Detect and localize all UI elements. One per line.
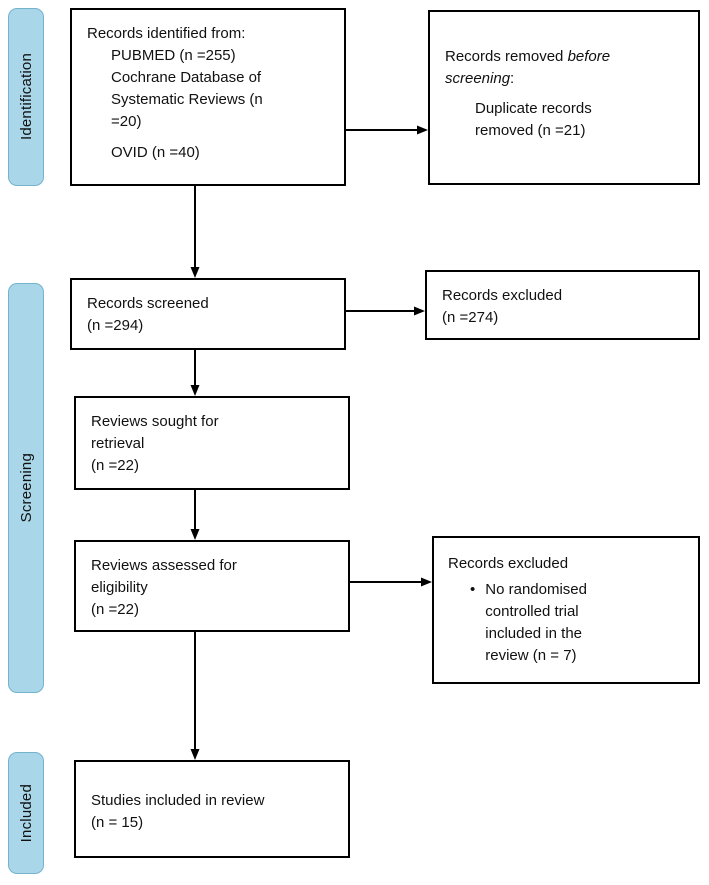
reviews-sought-line3: (n =22): [91, 457, 139, 474]
exclusion-reason-text: No randomised controlled trial included …: [485, 581, 587, 664]
duplicate-records-line1: Duplicate records: [475, 100, 592, 117]
source-cochrane: Cochrane Database of Systematic Reviews …: [111, 69, 263, 130]
stage-label-included-text: Included: [17, 783, 35, 843]
reviews-sought-box: Reviews sought for retrieval (n =22): [74, 396, 350, 490]
records-screened-box: Records screened (n =294): [70, 278, 346, 350]
stage-label-screening-text: Screening: [17, 453, 35, 523]
records-removed-text-normal: Records removed: [445, 48, 568, 65]
stage-label-screening: Screening: [8, 283, 44, 693]
reviews-sought-line2: retrieval: [91, 435, 145, 452]
records-identified-title: Records identified from:: [87, 25, 246, 42]
records-screened-line2: (n =294): [87, 317, 144, 334]
stage-label-identification-text: Identification: [17, 53, 35, 141]
reviews-assessed-line3: (n =22): [91, 601, 139, 618]
records-removed-text-italic-screening: screening: [445, 70, 511, 87]
records-removed-box: Records removed before screening: Duplic…: [428, 10, 700, 185]
studies-included-line1: Studies included in review: [91, 792, 265, 809]
bullet-marker: •: [470, 581, 476, 598]
records-identified-box: Records identified from: PUBMED (n =255)…: [70, 8, 346, 186]
records-removed-title-line1: Records removed before: [445, 46, 683, 68]
reviews-assessed-box: Reviews assessed for eligibility (n =22): [74, 540, 350, 632]
records-screened-line1: Records screened: [87, 295, 209, 312]
reviews-assessed-line1: Reviews assessed for: [91, 557, 237, 574]
duplicate-records-line2: removed (n =21): [475, 122, 586, 139]
reviews-assessed-line2: eligibility: [91, 579, 148, 596]
records-removed-text-italic-before: before: [567, 48, 611, 65]
reviews-sought-line1: Reviews sought for: [91, 413, 219, 430]
records-removed-title-line2: screening:: [445, 68, 683, 90]
records-excluded-screening-box: Records excluded (n =274): [425, 270, 700, 340]
records-excluded-screening-line2: (n =274): [442, 309, 499, 326]
records-removed-text-colon: :: [510, 70, 515, 87]
studies-included-line2: (n = 15): [91, 814, 144, 831]
records-excluded-eligibility-box: Records excluded • No randomised control…: [432, 536, 700, 684]
stage-label-identification: Identification: [8, 8, 44, 186]
stage-label-included: Included: [8, 752, 44, 874]
records-excluded-screening-line1: Records excluded: [442, 287, 563, 304]
source-ovid: OVID (n =40): [111, 144, 200, 161]
exclusion-reason-item: • No randomised controlled trial include…: [448, 579, 684, 667]
source-pubmed: PUBMED (n =255): [111, 47, 236, 64]
records-excluded-eligibility-title: Records excluded: [448, 555, 569, 572]
studies-included-box: Studies included in review (n = 15): [74, 760, 350, 858]
